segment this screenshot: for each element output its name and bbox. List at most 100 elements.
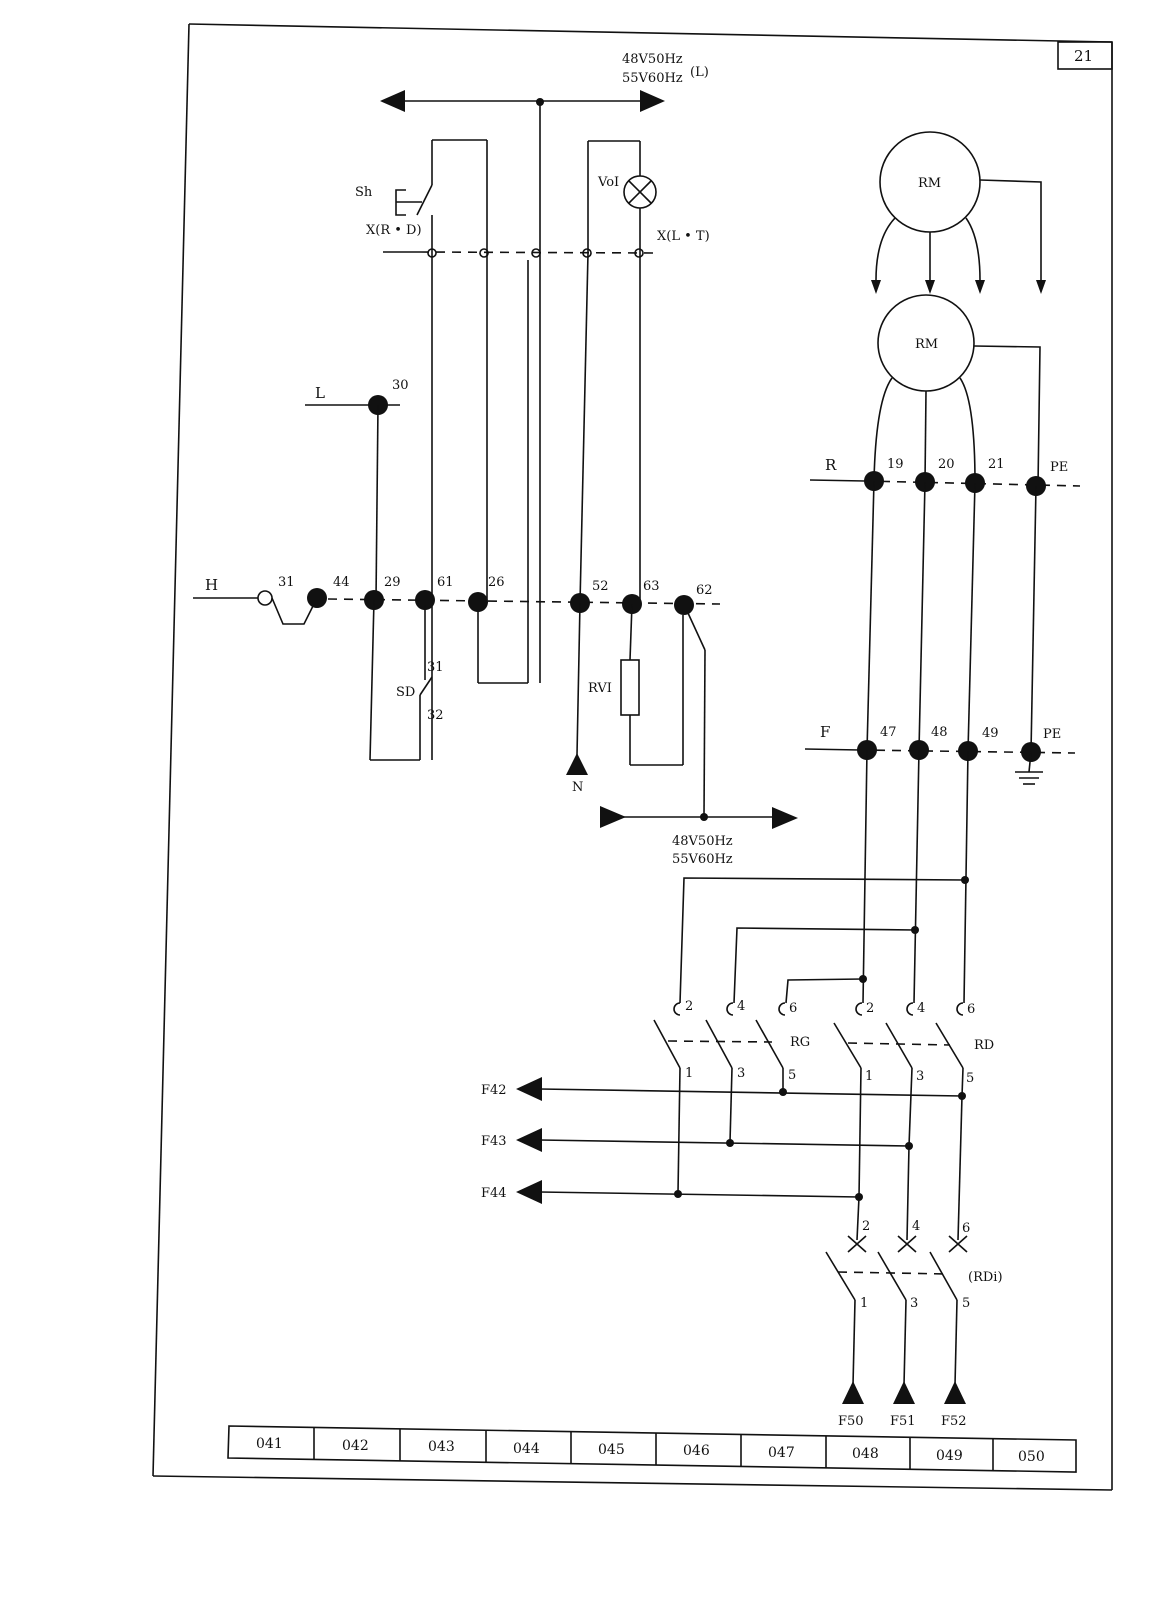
contact-top-4: 2 xyxy=(866,1001,874,1016)
footer-cell: 049 xyxy=(936,1448,963,1464)
rm-top-motor: RM xyxy=(871,131,1046,294)
supply-top-line1: 48V50Hz xyxy=(622,52,683,67)
terminal-f-pe: PE xyxy=(1043,727,1061,742)
footer-cell: 041 xyxy=(256,1436,283,1452)
contact-top-3: 6 xyxy=(789,1001,797,1016)
terminal-h-63: 63 xyxy=(643,579,660,594)
rail-h-label: H xyxy=(205,576,218,594)
contact-top-6: 6 xyxy=(967,1002,975,1017)
contact-top-2: 4 xyxy=(737,999,745,1014)
terminal-r-pe: PE xyxy=(1050,460,1068,475)
supply-top-suffix: (L) xyxy=(690,65,709,80)
terminal-h-52: 52 xyxy=(592,579,609,594)
footer-cell: 050 xyxy=(1018,1449,1045,1465)
contact-bottom-terminals: 1 3 5 1 3 5 xyxy=(685,1066,974,1086)
rdi-label: (RDi) xyxy=(968,1270,1003,1285)
contact-bottom-6: 5 xyxy=(966,1071,974,1086)
rvi-resistor: RVI xyxy=(588,603,684,766)
contact-feed-wires xyxy=(679,749,969,1004)
rm-bottom-label: RM xyxy=(915,337,938,352)
terminal-r-20: 20 xyxy=(938,457,955,472)
terminal-r-21: 21 xyxy=(988,457,1005,472)
contact-top-terminals: 2 4 6 2 4 6 xyxy=(673,999,975,1017)
rdi-bottom-3: 3 xyxy=(910,1296,918,1311)
sd-31: 31 xyxy=(427,660,444,675)
rdi-bottom-1: 1 xyxy=(860,1296,868,1311)
rdi-top-4: 4 xyxy=(912,1219,920,1234)
output-f50: F50 xyxy=(838,1414,864,1429)
terminal-h-62: 62 xyxy=(696,583,713,598)
contact-bottom-5: 3 xyxy=(916,1069,924,1084)
footer-cell: 047 xyxy=(768,1445,795,1461)
terminal-h-29: 29 xyxy=(384,575,401,590)
breaker-rdi: 2 4 6 1 3 5 (RDi) xyxy=(825,1095,1003,1311)
r-to-f-wires xyxy=(866,480,1037,753)
terminal-h-31: 31 xyxy=(278,575,295,590)
terminal-h-61: 61 xyxy=(437,575,454,590)
terminal-h-26: 26 xyxy=(488,575,505,590)
output-f42: F42 xyxy=(481,1083,507,1098)
page-number: 21 xyxy=(1074,47,1093,65)
terminal-h-44: 44 xyxy=(333,575,350,590)
connector-strip: X(R • D) X(L • T) xyxy=(366,223,710,258)
output-f44: F44 xyxy=(481,1186,507,1201)
rdi-bottom-5: 5 xyxy=(962,1296,970,1311)
terminal-r-19: 19 xyxy=(887,457,904,472)
terminal-f-47: 47 xyxy=(880,725,897,740)
contact-top-1: 2 xyxy=(685,999,693,1014)
output-f51: F51 xyxy=(890,1414,916,1429)
footer-cell: 048 xyxy=(852,1446,879,1462)
rm-top-label: RM xyxy=(918,176,941,191)
footer-cell: 042 xyxy=(342,1438,369,1454)
bottom-outputs: F50 F51 F52 xyxy=(838,1299,967,1429)
output-f43: F43 xyxy=(481,1134,507,1149)
neutral-arrow: N xyxy=(566,602,588,795)
page-frame xyxy=(152,23,1113,1491)
contactor-rg: RG xyxy=(653,1019,810,1069)
supply-bottom-line1: 48V50Hz xyxy=(672,834,733,849)
rd-label: RD xyxy=(974,1038,994,1053)
rg-label: RG xyxy=(790,1035,810,1050)
voltage-lamp: VoI xyxy=(579,140,657,604)
terminal-30: 30 xyxy=(392,378,409,393)
contact-output-wires xyxy=(677,1067,964,1198)
rdi-top-2: 2 xyxy=(862,1219,870,1234)
sd-switch: SD 31 32 xyxy=(369,599,444,761)
rail-f: F 47 48 49 PE xyxy=(804,723,1076,762)
rdi-top-6: 6 xyxy=(962,1221,970,1236)
terminal-f-49: 49 xyxy=(982,726,999,741)
rail-l-label: L xyxy=(315,384,325,402)
footer-cell: 045 xyxy=(598,1442,625,1458)
footer-cell: 044 xyxy=(513,1441,540,1457)
bottom-supply-bus: 48V50Hz 55V60Hz xyxy=(600,612,798,867)
rail-f-label: F xyxy=(820,723,830,741)
rail-r: R 19 20 21 PE xyxy=(809,456,1081,496)
supply-top-line2: 55V60Hz xyxy=(622,71,683,86)
contact-top-5: 4 xyxy=(917,1001,925,1016)
contact-bottom-2: 3 xyxy=(737,1066,745,1081)
top-supply-bus: 48V50Hz 55V60Hz (L) xyxy=(380,52,709,112)
footer-cell: 043 xyxy=(428,1439,455,1455)
output-f52: F52 xyxy=(941,1414,967,1429)
page-number-box: 21 xyxy=(1057,41,1113,70)
neutral-label: N xyxy=(572,780,583,795)
sh-switch: Sh xyxy=(355,102,541,760)
contact-bottom-1: 1 xyxy=(685,1066,693,1081)
output-buses: F42 F43 F44 xyxy=(481,1077,966,1204)
rail-r-label: R xyxy=(825,456,837,474)
contactor-rd: RD xyxy=(833,1022,994,1069)
vol-label: VoI xyxy=(597,175,619,190)
x-rd-label: X(R • D) xyxy=(366,223,422,238)
ground-symbol xyxy=(1015,751,1043,785)
sd-label: SD xyxy=(396,685,415,700)
terminal-f-48: 48 xyxy=(931,725,948,740)
footer-strip: 041 042 043 044 045 046 047 048 049 050 xyxy=(227,1425,1077,1473)
rail-l: L 30 xyxy=(305,378,409,601)
rvi-label: RVI xyxy=(588,681,612,696)
contact-bottom-3: 5 xyxy=(788,1068,796,1083)
contact-bottom-4: 1 xyxy=(865,1069,873,1084)
sd-32: 32 xyxy=(427,708,444,723)
rm-bottom-motor: RM xyxy=(873,294,1041,487)
supply-bottom-line2: 55V60Hz xyxy=(672,852,733,867)
